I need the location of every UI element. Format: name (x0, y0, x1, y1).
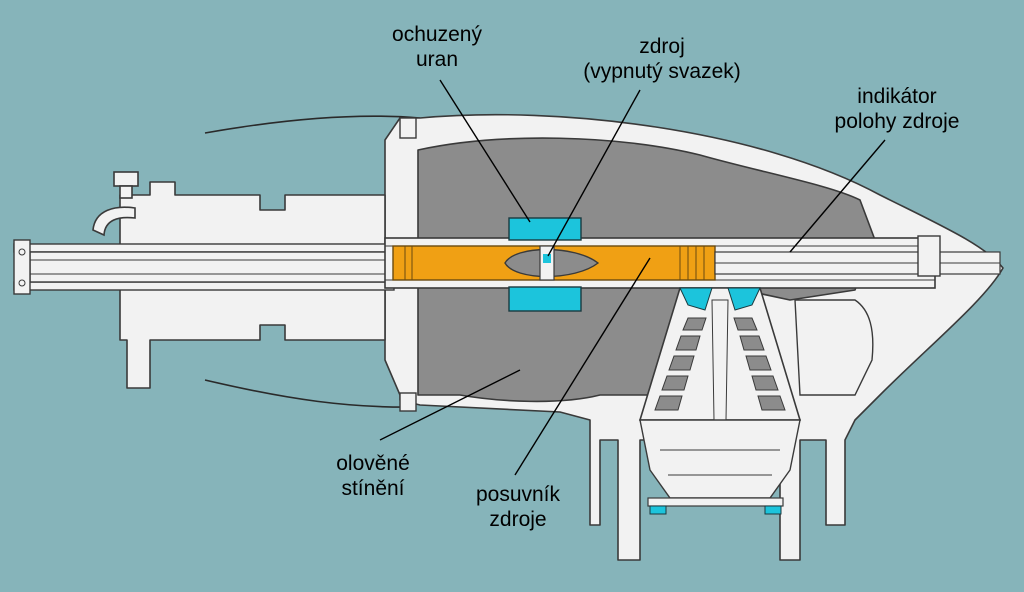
label-depleted-uranium: ochuzený uran (372, 22, 502, 72)
label-depleted-uranium-line1: ochuzený (392, 23, 482, 46)
label-source-line1: zdroj (639, 35, 685, 58)
inner-cavity-right (794, 299, 874, 396)
cover-curve-top (204, 115, 421, 134)
source-radioactive (543, 254, 551, 263)
collimator-base-cyan-right (764, 505, 782, 515)
leader-position-indicator (789, 139, 886, 253)
rod-end-cap (13, 239, 31, 295)
collimator-leaves-left (654, 317, 707, 411)
depleted-uranium-top (508, 217, 582, 241)
indicator-block (917, 235, 941, 277)
hook-tube (92, 206, 136, 237)
top-knob (113, 171, 139, 187)
depleted-uranium-bottom (508, 286, 582, 312)
label-source-slider: posuvník zdroje (458, 482, 578, 532)
source-slider-ridges (404, 246, 705, 280)
label-lead-shielding-line2: stínění (341, 477, 405, 500)
collimator-base-plate (647, 497, 784, 507)
label-position-indicator-line2: polohy zdroje (834, 110, 960, 133)
collimator-cyan-left (679, 287, 713, 311)
leader-source (547, 89, 641, 257)
label-lead-shielding: olověné stínění (318, 451, 428, 501)
label-source-slider-line1: posuvník (475, 483, 561, 506)
leader-depleted-uranium (439, 79, 531, 223)
flange-top-left (399, 117, 417, 139)
rear-rod-core (29, 251, 395, 283)
label-source-slider-line2: zdroje (489, 508, 547, 531)
top-knob-stem (119, 185, 133, 199)
leader-lead-shielding (379, 369, 521, 441)
rod-end-bolt-1 (18, 248, 26, 256)
label-depleted-uranium-line2: uran (415, 48, 459, 71)
leader-source-slider (514, 257, 651, 476)
cover-curve-bottom (204, 379, 416, 408)
label-lead-shielding-line1: olověné (336, 452, 410, 475)
collimator-center-slot (711, 299, 729, 421)
label-position-indicator: indikátor polohy zdroje (812, 84, 982, 134)
rod-end-bolt-2 (18, 279, 26, 287)
collimator-cyan-right (727, 287, 761, 311)
collimator-base-cyan-left (649, 505, 667, 515)
rear-rod-upper (13, 243, 395, 253)
collimator-leaves-right (733, 317, 786, 411)
leader-lines (379, 79, 886, 476)
flange-bottom-left (399, 392, 417, 412)
label-source-line2: (vypnutý svazek) (583, 60, 741, 83)
label-source: zdroj (vypnutý svazek) (558, 34, 766, 84)
lower-collimator (639, 419, 801, 499)
rear-rod-lower (13, 281, 395, 291)
label-position-indicator-line1: indikátor (857, 85, 937, 108)
